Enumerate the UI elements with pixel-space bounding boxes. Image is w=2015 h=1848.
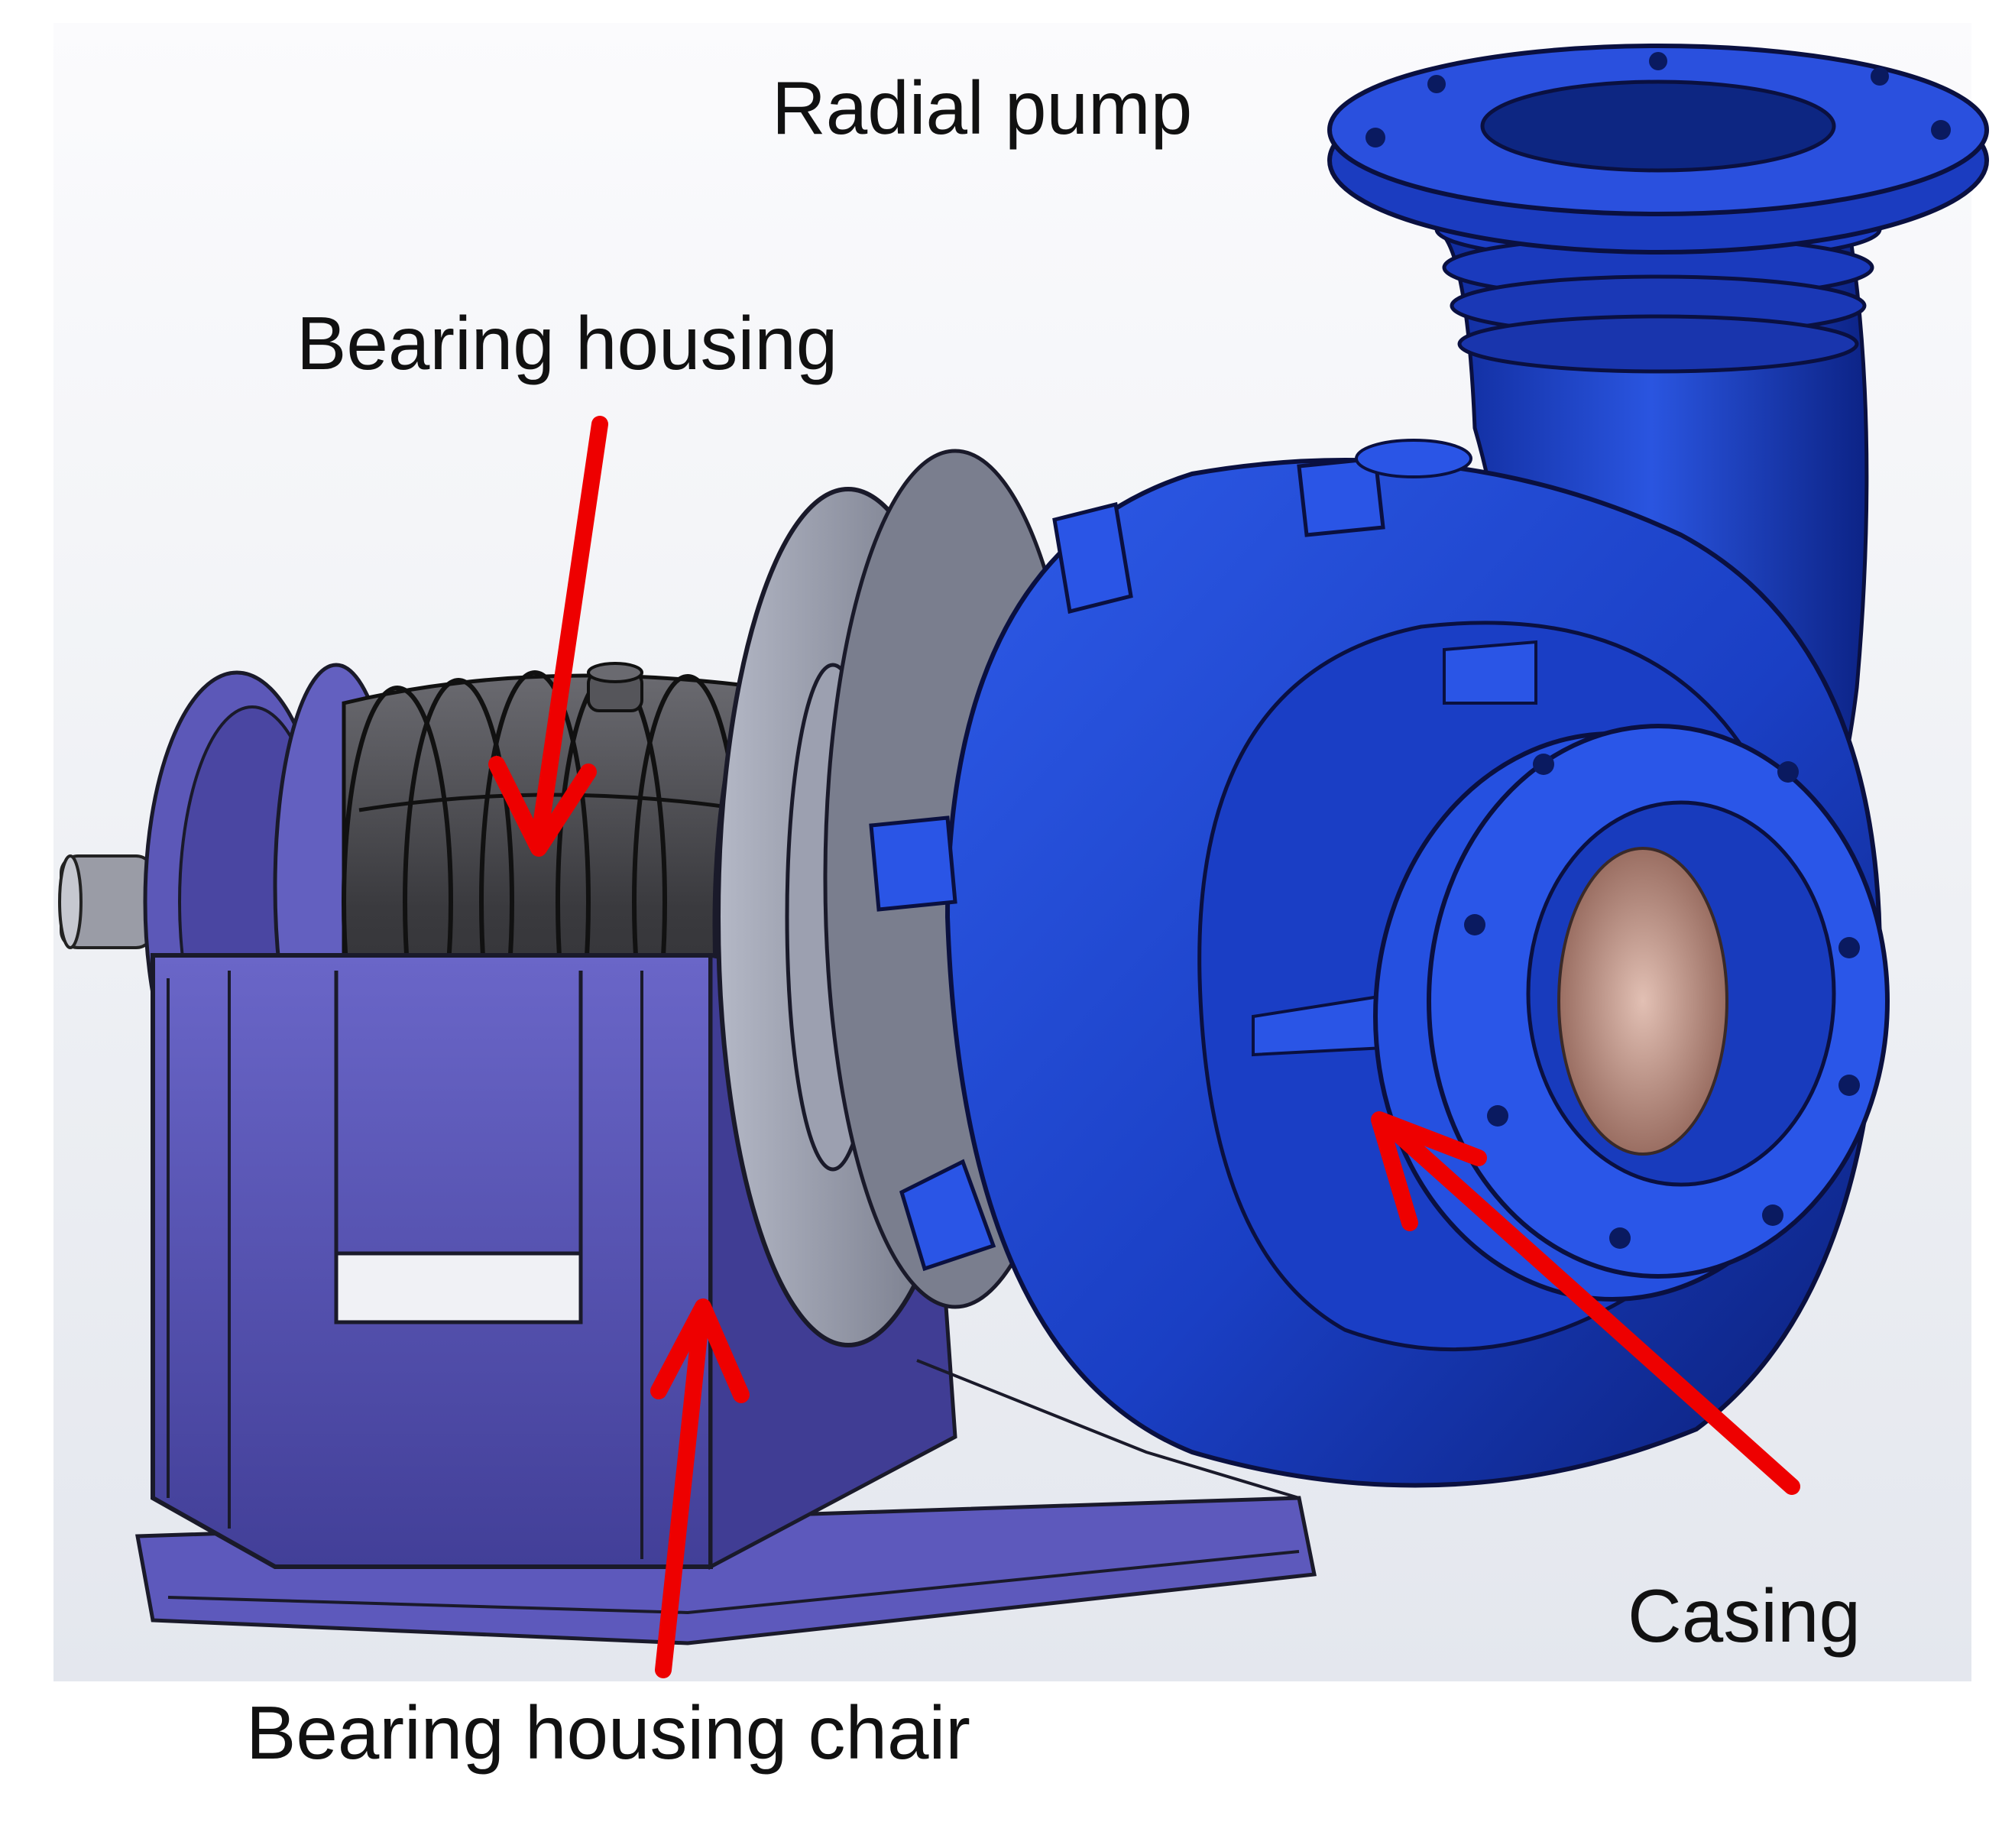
suction-flange	[1373, 724, 1890, 1302]
arrow-bearing-housing	[488, 416, 608, 857]
impeller-eye	[1557, 847, 1728, 1156]
arrow-bearing-housing-chair	[650, 1298, 750, 1678]
label-casing: Casing	[1628, 1574, 1861, 1658]
label-bearing-housing-chair: Bearing housing chair	[246, 1691, 970, 1775]
shaft	[58, 854, 154, 949]
arrow-casing	[1371, 1111, 1800, 1495]
diagram-title: Radial pump	[772, 66, 1193, 150]
label-bearing-housing: Bearing housing	[296, 301, 838, 385]
discharge-flange	[1327, 44, 1989, 255]
